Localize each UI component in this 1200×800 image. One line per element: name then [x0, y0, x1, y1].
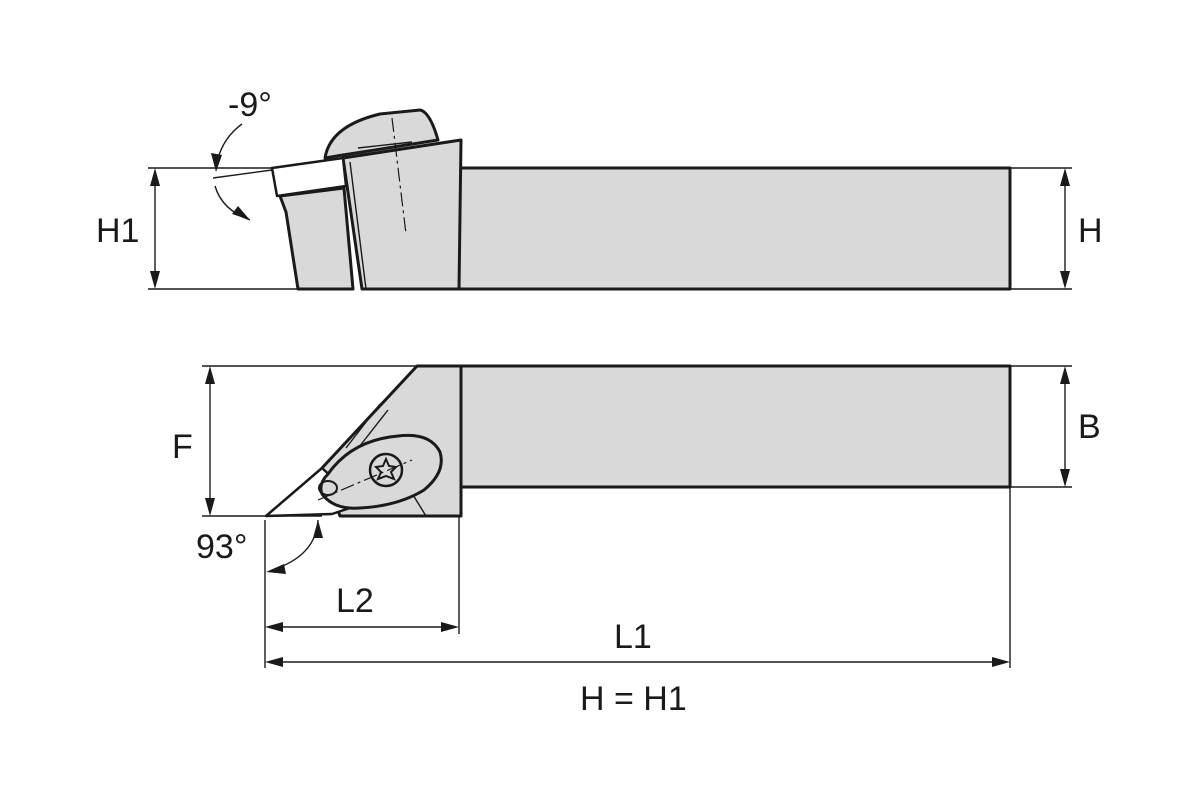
- angle-bottom-arrow-lower: [266, 564, 286, 574]
- top-view-pocket-edge-1: [345, 403, 381, 449]
- angle-top-label: -9°: [228, 86, 272, 124]
- f-arrow-top: [205, 366, 215, 384]
- f-label: F: [172, 428, 193, 466]
- top-view-centerline: [317, 459, 413, 501]
- top-view: F B 93° L2 L1 H = H1: [172, 364, 1101, 718]
- h-arrow-bottom: [1060, 271, 1070, 289]
- l1-label: L1: [614, 618, 652, 656]
- l2-label: L2: [336, 582, 374, 620]
- side-view-screw-line: [357, 141, 413, 149]
- angle-bottom-arc: [271, 519, 319, 571]
- side-view-head: [341, 138, 463, 291]
- f-arrow-bottom: [205, 498, 215, 516]
- b-arrow-bottom: [1060, 469, 1070, 487]
- h1-label: H1: [96, 212, 139, 250]
- l2-arrow-right: [441, 622, 459, 632]
- side-view-insert: [270, 156, 348, 198]
- h1-arrow-bottom: [150, 271, 160, 289]
- h-label: H: [1078, 212, 1103, 250]
- b-arrow-top: [1060, 366, 1070, 384]
- angle-bottom-arrow-upper: [313, 520, 323, 538]
- side-view-shank: [457, 166, 1012, 291]
- side-view: H1 H -9°: [96, 86, 1103, 291]
- b-label: B: [1078, 408, 1101, 446]
- top-view-shank: [457, 364, 1012, 489]
- torx-star-icon: [373, 456, 399, 481]
- l1-arrow-right: [992, 657, 1010, 667]
- l2-arrow-left: [265, 622, 283, 632]
- side-view-head-edge: [349, 161, 367, 290]
- h1-arrow-top: [150, 168, 160, 186]
- angle-top-ref-line: [212, 169, 273, 179]
- angle-top-arrow-upper: [211, 153, 222, 172]
- angle-top-arrow-lower: [232, 206, 250, 220]
- side-view-centerline: [391, 117, 407, 235]
- h-arrow-top: [1060, 168, 1070, 186]
- l1-arrow-left: [265, 657, 283, 667]
- side-view-clamp: [323, 108, 440, 160]
- top-view-clamp-hole: [318, 480, 338, 496]
- angle-bottom-label: 93°: [196, 528, 247, 566]
- side-view-seat: [278, 186, 355, 291]
- dimension-note: H = H1: [580, 680, 687, 718]
- angle-top-arc-upper: [215, 123, 243, 169]
